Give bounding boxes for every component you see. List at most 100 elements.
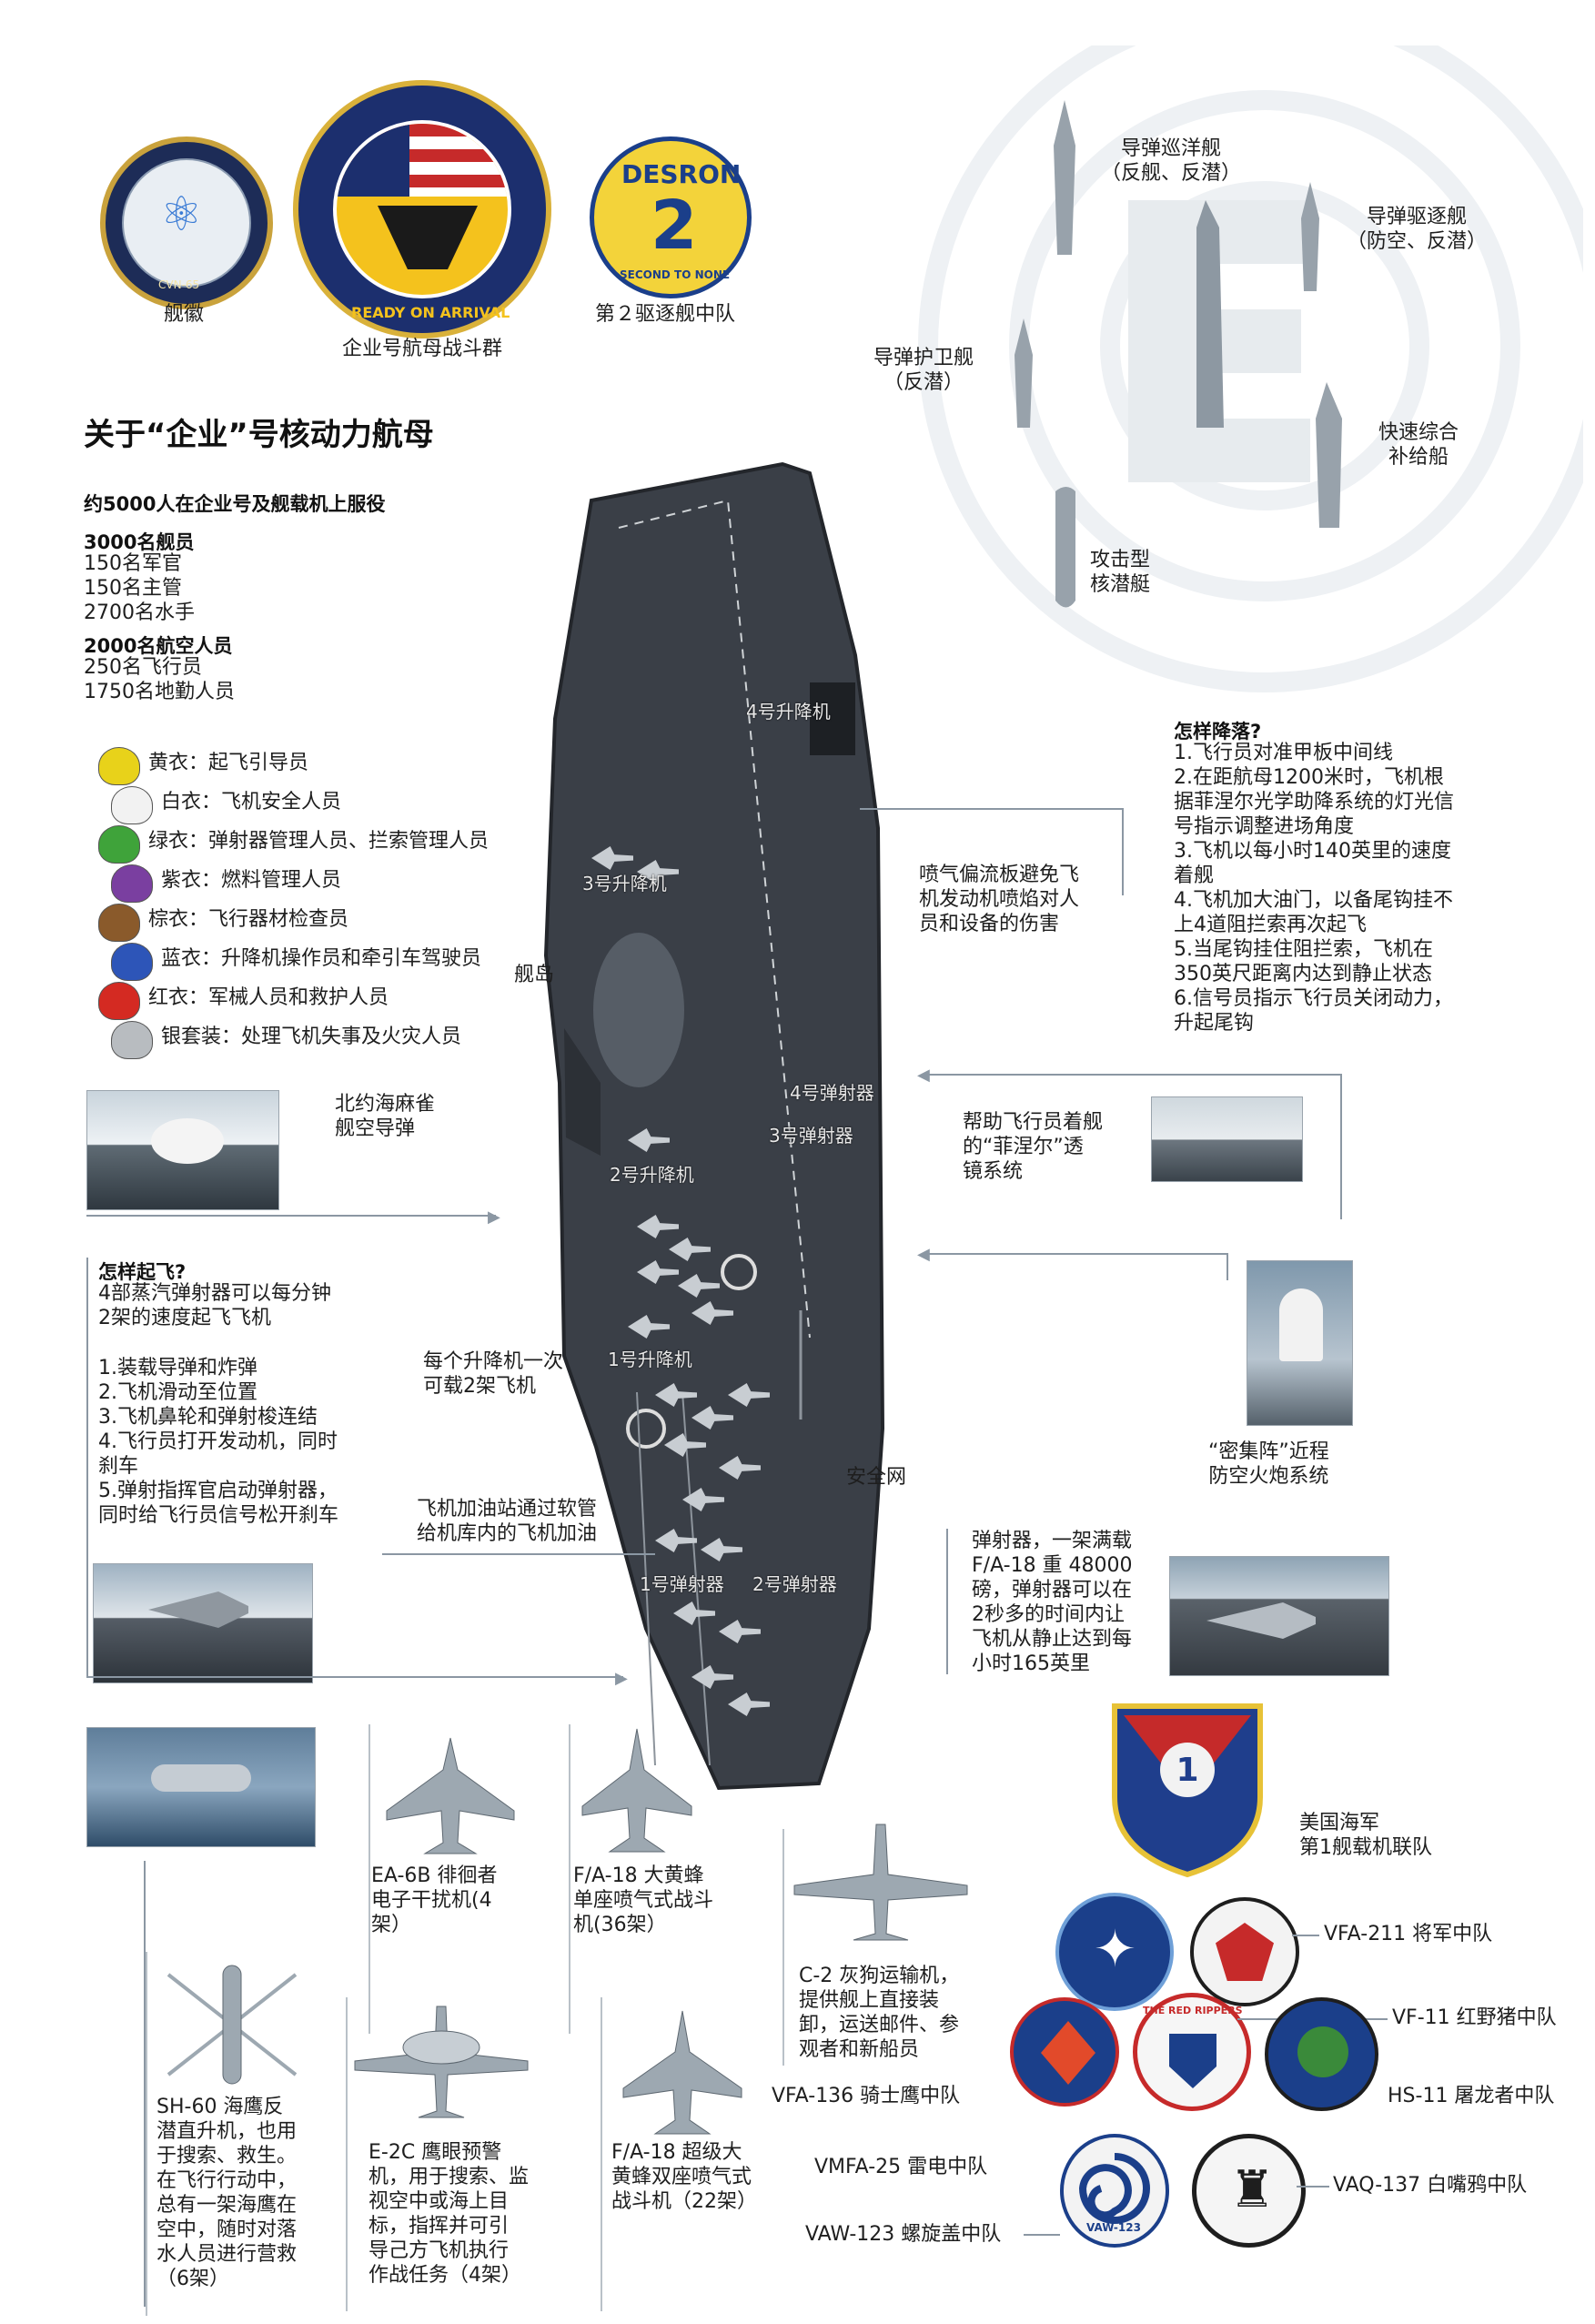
vaw123-patch: VAW-123 bbox=[1060, 2134, 1169, 2248]
ship-crew-breakdown: 150名军官 150名主管 2700名水手 bbox=[84, 552, 195, 624]
blast-deflector-note: 喷气偏流板避免飞 机发动机喷焰对人 员和设备的伤害 bbox=[919, 864, 1080, 935]
takeoff-steps: 1.装载导弹和炸弹 2.飞机滑动至位置 3.飞机鼻轮和弹射梭连结 4.飞行员打开… bbox=[98, 1357, 339, 1527]
vmfa25-label: VMFA-25 雷电中队 bbox=[814, 2156, 988, 2178]
safety-net-label: 安全网 bbox=[846, 1466, 907, 1489]
frigate-silhouette bbox=[1015, 318, 1033, 428]
hs11-label: HS-11 屠龙者中队 bbox=[1388, 2085, 1555, 2107]
crew-figure-icon bbox=[98, 982, 140, 1020]
desron-title: DESRON bbox=[621, 159, 742, 189]
crew-figure-icon bbox=[98, 747, 140, 785]
fa18c-desc: F/A-18 大黄蜂 单座喷气式战斗 机(36架） bbox=[573, 1864, 714, 1936]
catapult-deck-photo bbox=[1169, 1556, 1389, 1676]
fa18f-icon bbox=[622, 2010, 742, 2135]
dragon-icon bbox=[1297, 2026, 1348, 2077]
rook-icon: ♜ bbox=[1229, 2160, 1276, 2219]
crew-color-label: 黄衣：起飞引导员 bbox=[148, 752, 309, 774]
vaq137-patch: ♜ bbox=[1192, 2134, 1306, 2248]
helicopter-rescue-photo bbox=[86, 1727, 316, 1847]
fa18f-panel bbox=[601, 1997, 784, 2311]
sea-sparrow-label: 北约海麻雀 舰空导弹 bbox=[335, 1093, 436, 1140]
air-wing-caption: 美国海军 第1舰载机联队 bbox=[1299, 1812, 1432, 1859]
atom-icon: ⚛ bbox=[160, 187, 203, 242]
crew-figure-icon bbox=[98, 904, 140, 942]
vaq137-label: VAQ-137 白嘴鸦中队 bbox=[1333, 2174, 1528, 2197]
vaw123-label: VAW-123 螺旋盖中队 bbox=[805, 2223, 1002, 2246]
sh60-icon bbox=[167, 1965, 298, 2085]
crew-color-label: 紫衣：燃料管理人员 bbox=[161, 869, 342, 892]
about-title: 关于“企业”号核动力航母 bbox=[84, 417, 434, 453]
vaw123-patch-text: VAW-123 bbox=[1086, 2221, 1141, 2234]
landing-heading: 怎样降落? bbox=[1174, 721, 1262, 743]
island-label: 舰岛 bbox=[514, 964, 555, 986]
catapult-performance-note: 弹射器，一架满载 F/A-18 重 48000 磅，弹射器可以在 2秒多的时间内… bbox=[972, 1530, 1133, 1675]
ship-crew-head: 3000名舰员 bbox=[84, 531, 195, 553]
ea6b-panel bbox=[368, 1724, 543, 2034]
catapult-launch-photo bbox=[93, 1563, 313, 1683]
sh60-panel bbox=[146, 1952, 329, 2316]
e2c-desc: E-2C 鹰眼预警 机，用于搜索、监 视空中或海上目 标，指挥并可引 导己方飞机… bbox=[368, 2141, 530, 2287]
ship-crest-hull: CVN-65 bbox=[158, 278, 200, 291]
c2-icon bbox=[793, 1824, 968, 1941]
crew-figure-icon bbox=[98, 825, 140, 864]
crew-color-label: 棕衣：飞行器材检查员 bbox=[148, 908, 349, 931]
crew-color-label: 蓝衣：升降机操作员和牵引车驾驶员 bbox=[161, 947, 482, 970]
destroyer-label: 导弹驱逐舰 （防空、反潜） bbox=[1347, 206, 1488, 253]
phalanx-photo bbox=[1247, 1260, 1353, 1426]
crew-color-label: 红衣：军械人员和救护人员 bbox=[148, 986, 389, 1009]
refuel-note: 飞机加油站通过软管 给机库内的飞机加油 bbox=[417, 1498, 598, 1545]
elevator-3-label: 3号升降机 bbox=[582, 873, 667, 894]
vf11-patch: THE RED RIPPERS bbox=[1133, 1993, 1251, 2111]
csg-patch-caption: 企业号航母战斗群 bbox=[342, 338, 503, 360]
fa18c-icon bbox=[581, 1728, 692, 1853]
crew-color-label: 绿衣：弹射器管理人员、拦索管理人员 bbox=[148, 830, 490, 853]
sh60-desc: SH-60 海鹰反 潜直升机，也用 于搜索、救生。 在飞行行动中， 总有一架海鹰… bbox=[156, 2096, 298, 2290]
cruiser-label: 导弹巡洋舰 （反舰、反潜） bbox=[1101, 137, 1242, 185]
hs11-patch bbox=[1265, 1997, 1378, 2111]
supply-silhouette bbox=[1316, 382, 1342, 528]
vf11-patch-text: THE RED RIPPERS bbox=[1143, 2005, 1243, 2016]
e2c-icon bbox=[354, 2006, 529, 2118]
vfa136-label: VFA-136 骑士鹰中队 bbox=[772, 2085, 961, 2107]
sea-sparrow-photo bbox=[86, 1090, 279, 1210]
elevator-2-label: 2号升降机 bbox=[610, 1164, 694, 1186]
c2-panel bbox=[782, 1829, 975, 2066]
takeoff-heading: 怎样起飞? bbox=[98, 1261, 187, 1283]
catapult-4-label: 4号弹射器 bbox=[790, 1082, 874, 1104]
cruiser-silhouette bbox=[1054, 100, 1075, 255]
supply-label: 快速综合 补给船 bbox=[1378, 421, 1459, 469]
elevator-capacity-note: 每个升降机一次 可载2架飞机 bbox=[423, 1350, 564, 1398]
catapult-3-label: 3号弹射器 bbox=[769, 1125, 853, 1147]
air-crew-breakdown: 250名飞行员 1750名地勤人员 bbox=[84, 656, 235, 703]
crew-figure-icon bbox=[111, 1021, 153, 1059]
svg-text:1: 1 bbox=[1176, 1752, 1198, 1789]
phalanx-label: “密集阵”近程 防空火炮系统 bbox=[1208, 1440, 1329, 1488]
fa18f-desc: F/A-18 超级大 黄蜂双座喷气式 战斗机（22架） bbox=[611, 2141, 757, 2213]
vfa136-patch-top: ✦ bbox=[1055, 1893, 1174, 2011]
c2-desc: C-2 灰狗运输机， 提供舰上直接装 卸，运送邮件、参 观者和新船员 bbox=[799, 1965, 960, 2061]
desron-patch: DESRON 2 SECOND TO NONE bbox=[590, 136, 752, 298]
e2c-panel bbox=[346, 1997, 539, 2311]
air-wing-patch: 1 bbox=[1112, 1703, 1263, 1878]
catapult-2-label: 2号弹射器 bbox=[752, 1573, 837, 1595]
ship-crest: CVN-65 ⚛ bbox=[100, 136, 273, 309]
fresnel-photo bbox=[1151, 1096, 1303, 1182]
fa18c-panel bbox=[569, 1724, 743, 2034]
crew-figure-icon bbox=[111, 864, 153, 903]
takeoff-intro: 4部蒸汽弹射器可以每分钟 2架的速度起飞飞机 bbox=[98, 1282, 331, 1329]
carrier-deck bbox=[543, 461, 885, 1791]
vfa136-patch bbox=[1010, 1997, 1119, 2107]
elevator-1-label: 1号升降机 bbox=[608, 1349, 692, 1370]
formation-diagram bbox=[918, 45, 1583, 692]
desron-number: 2 bbox=[651, 187, 698, 265]
desron-caption: 第２驱逐舰中队 bbox=[595, 303, 736, 326]
landing-steps: 1.飞行员对准甲板中间线 2.在距航母1200米时，飞机根 据菲涅尔光学助降系统… bbox=[1174, 742, 1455, 1035]
crew-color-label: 白衣：飞机安全人员 bbox=[161, 791, 342, 813]
catapult-1-label: 1号弹射器 bbox=[640, 1573, 724, 1595]
csg-patch: READY ON ARRIVAL bbox=[293, 80, 551, 338]
crew-figure-icon bbox=[111, 786, 153, 824]
ship-crest-caption: 舰徽 bbox=[164, 303, 205, 326]
vfa211-label: VFA-211 将军中队 bbox=[1324, 1923, 1493, 1945]
vf11-label: VF-11 红野猪中队 bbox=[1392, 2006, 1557, 2029]
carrier-silhouette bbox=[1196, 200, 1224, 428]
submarine-silhouette bbox=[1055, 487, 1075, 608]
